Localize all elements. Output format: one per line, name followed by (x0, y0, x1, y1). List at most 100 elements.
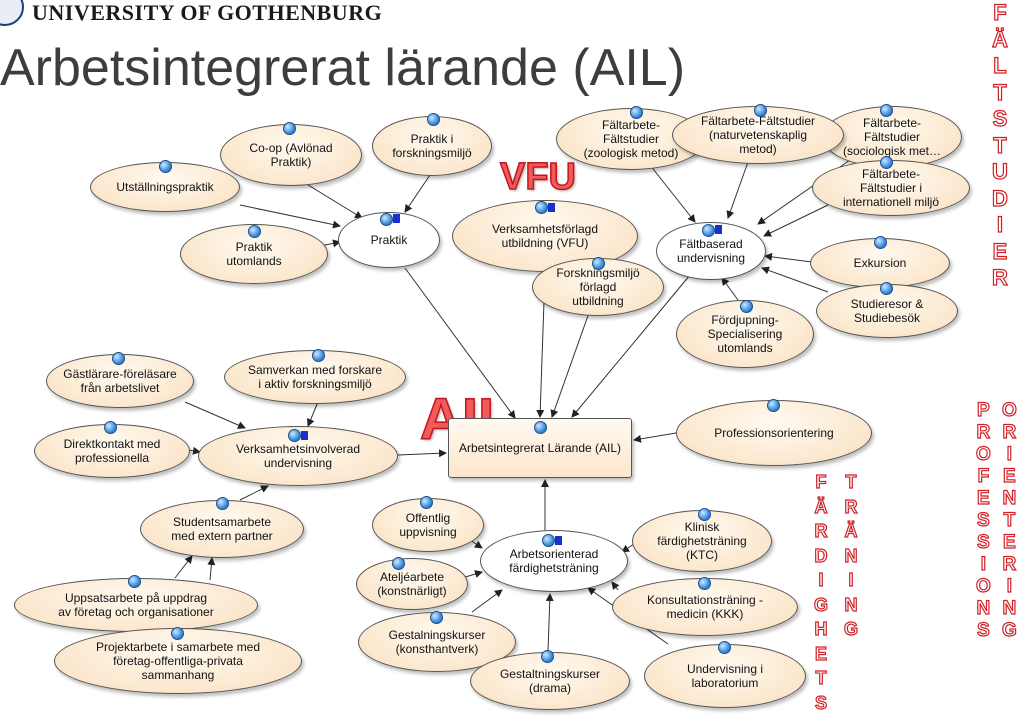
edge-utstallning-praktik (239, 204, 341, 229)
vertical-letter: F (815, 471, 827, 492)
edge-konsult-arbetsor (611, 581, 620, 591)
edge-ffzoo-falt (649, 164, 696, 223)
node-fordjupning-marker-icon (740, 300, 753, 313)
vertical-letter: Ä (844, 520, 858, 541)
vertical-letter: D (814, 545, 828, 566)
vertical-letter: N (976, 597, 991, 619)
node-coop[interactable]: Co-op (Avlönad Praktik) (220, 124, 362, 186)
vertical-letter: E (814, 643, 828, 664)
vertical-letter: S (976, 509, 990, 531)
node-undervisning-laboratorium[interactable]: Undervisning i laboratorium (644, 644, 806, 708)
edge-studieresor-falt (761, 266, 829, 293)
node-ff-zoologisk[interactable]: Fältarbete- Fältstudier (zoologisk metod… (556, 108, 706, 170)
vertical-letter: S (814, 692, 828, 713)
node-samverkan-marker-icon (312, 349, 325, 362)
node-praktik-marker-icon (380, 213, 393, 226)
edge-praktikforsk-praktik (404, 174, 431, 213)
node-forskmiljo-marker-icon (592, 257, 605, 270)
vertical-letter: F (977, 465, 990, 487)
node-gastlarare-marker-icon (112, 352, 125, 365)
vertical-letter: S (992, 105, 1008, 131)
vertical-letter: T (845, 471, 857, 492)
node-exkursion-marker-icon (874, 236, 887, 249)
vertical-letter: I (1006, 575, 1013, 597)
vertical-letter: G (843, 618, 859, 639)
vertical-letter: T (1003, 509, 1016, 531)
vertical-letter: S (976, 619, 990, 641)
edge-gestkonst-arbetsor (471, 589, 503, 613)
node-ffint-marker-icon (880, 156, 893, 169)
node-direktkontakt-marker-icon (104, 421, 117, 434)
node-verksamhet-marker-icon (288, 429, 301, 442)
node-student-marker-icon (216, 497, 229, 510)
node-ateljearbete[interactable]: Ateljéarbete (konstnärligt) (356, 558, 468, 610)
vertical-letter: P (976, 399, 990, 421)
node-praktik-forsk-marker-icon (427, 113, 440, 126)
node-utstallning-marker-icon (159, 160, 172, 173)
vertical-letter: U (991, 158, 1008, 184)
vertical-letter: R (1002, 553, 1017, 575)
edge-fordjupning-falt (721, 277, 739, 301)
node-falt-marker-icon (702, 224, 715, 237)
vertical-letter: I (980, 553, 987, 575)
node-atelje-marker-icon (392, 557, 405, 570)
node-studieresor-marker-icon (880, 282, 893, 295)
vertical-letter: I (848, 569, 854, 590)
edge-gast-verk (184, 401, 246, 429)
node-uppsats-marker-icon (128, 575, 141, 588)
node-lab-marker-icon (718, 641, 731, 654)
node-projekt-marker-icon (171, 627, 184, 640)
edge-projekt-student (207, 557, 216, 581)
node-ff-sociologisk[interactable]: Fältarbete- Fältstudier (sociologisk met… (822, 106, 962, 168)
node-gestdrama-marker-icon (541, 650, 554, 663)
edge-exkursion-falt (764, 252, 813, 263)
node-studentsamarbete[interactable]: Studentsamarbete med extern partner (140, 500, 304, 558)
node-offentlig-marker-icon (420, 496, 433, 509)
node-ail-marker-icon (534, 421, 547, 434)
vertical-letter: R (1002, 421, 1017, 443)
edge-ffnat-falt (726, 161, 749, 219)
edge-coop-praktik (299, 179, 363, 219)
university-name: UNIVERSITY OF GOTHENBURG (32, 0, 383, 25)
vertical-letter: E (976, 487, 990, 509)
node-faltbaserad[interactable]: Fältbaserad undervisning (656, 222, 766, 280)
vertical-letter: I (818, 569, 824, 590)
vertical-letter: R (976, 421, 991, 443)
node-ff-internationell[interactable]: Fältarbete- Fältstudier i internationell… (812, 160, 970, 216)
vertical-letter: E (992, 238, 1008, 264)
vertical-letter: F (993, 0, 1008, 26)
node-praktik-utl-marker-icon (248, 225, 261, 238)
vertical-letter: L (993, 52, 1008, 78)
vertical-letter: S (976, 531, 990, 553)
vertical-letter: O (975, 575, 991, 597)
vertical-letter: O (975, 443, 991, 465)
node-praktik-forskningsmiljo[interactable]: Praktik i forskningsmiljö (372, 116, 492, 176)
vertical-letter: O (1001, 399, 1017, 421)
vertical-letter: G (813, 594, 829, 615)
vertical-letter: T (993, 79, 1008, 105)
edge-student-verk (239, 485, 269, 501)
vertical-letter: E (1002, 465, 1016, 487)
node-vfu-square-icon (548, 203, 555, 212)
node-profor-marker-icon (767, 399, 780, 412)
node-coop-marker-icon (283, 122, 296, 135)
node-ffzoo-marker-icon (630, 106, 643, 119)
vertical-letter: R (991, 264, 1008, 290)
edge-forskmiljo-ail (550, 309, 591, 418)
edge-falt-ail (571, 274, 691, 418)
page-title: Arbetsintegrerat lärande (AIL) (0, 39, 686, 97)
vertical-letter: N (1002, 487, 1017, 509)
node-falt-square-icon (715, 225, 722, 234)
node-klinisk-marker-icon (698, 508, 711, 521)
vertical-letter: N (1002, 597, 1017, 619)
node-vfu-marker-icon (535, 201, 548, 214)
vertical-letter: I (996, 211, 1003, 237)
vertical-letter: Ä (991, 26, 1008, 52)
edge-gestdrama-arbetsor (545, 593, 554, 653)
node-arbetsor-square-icon (555, 536, 562, 545)
